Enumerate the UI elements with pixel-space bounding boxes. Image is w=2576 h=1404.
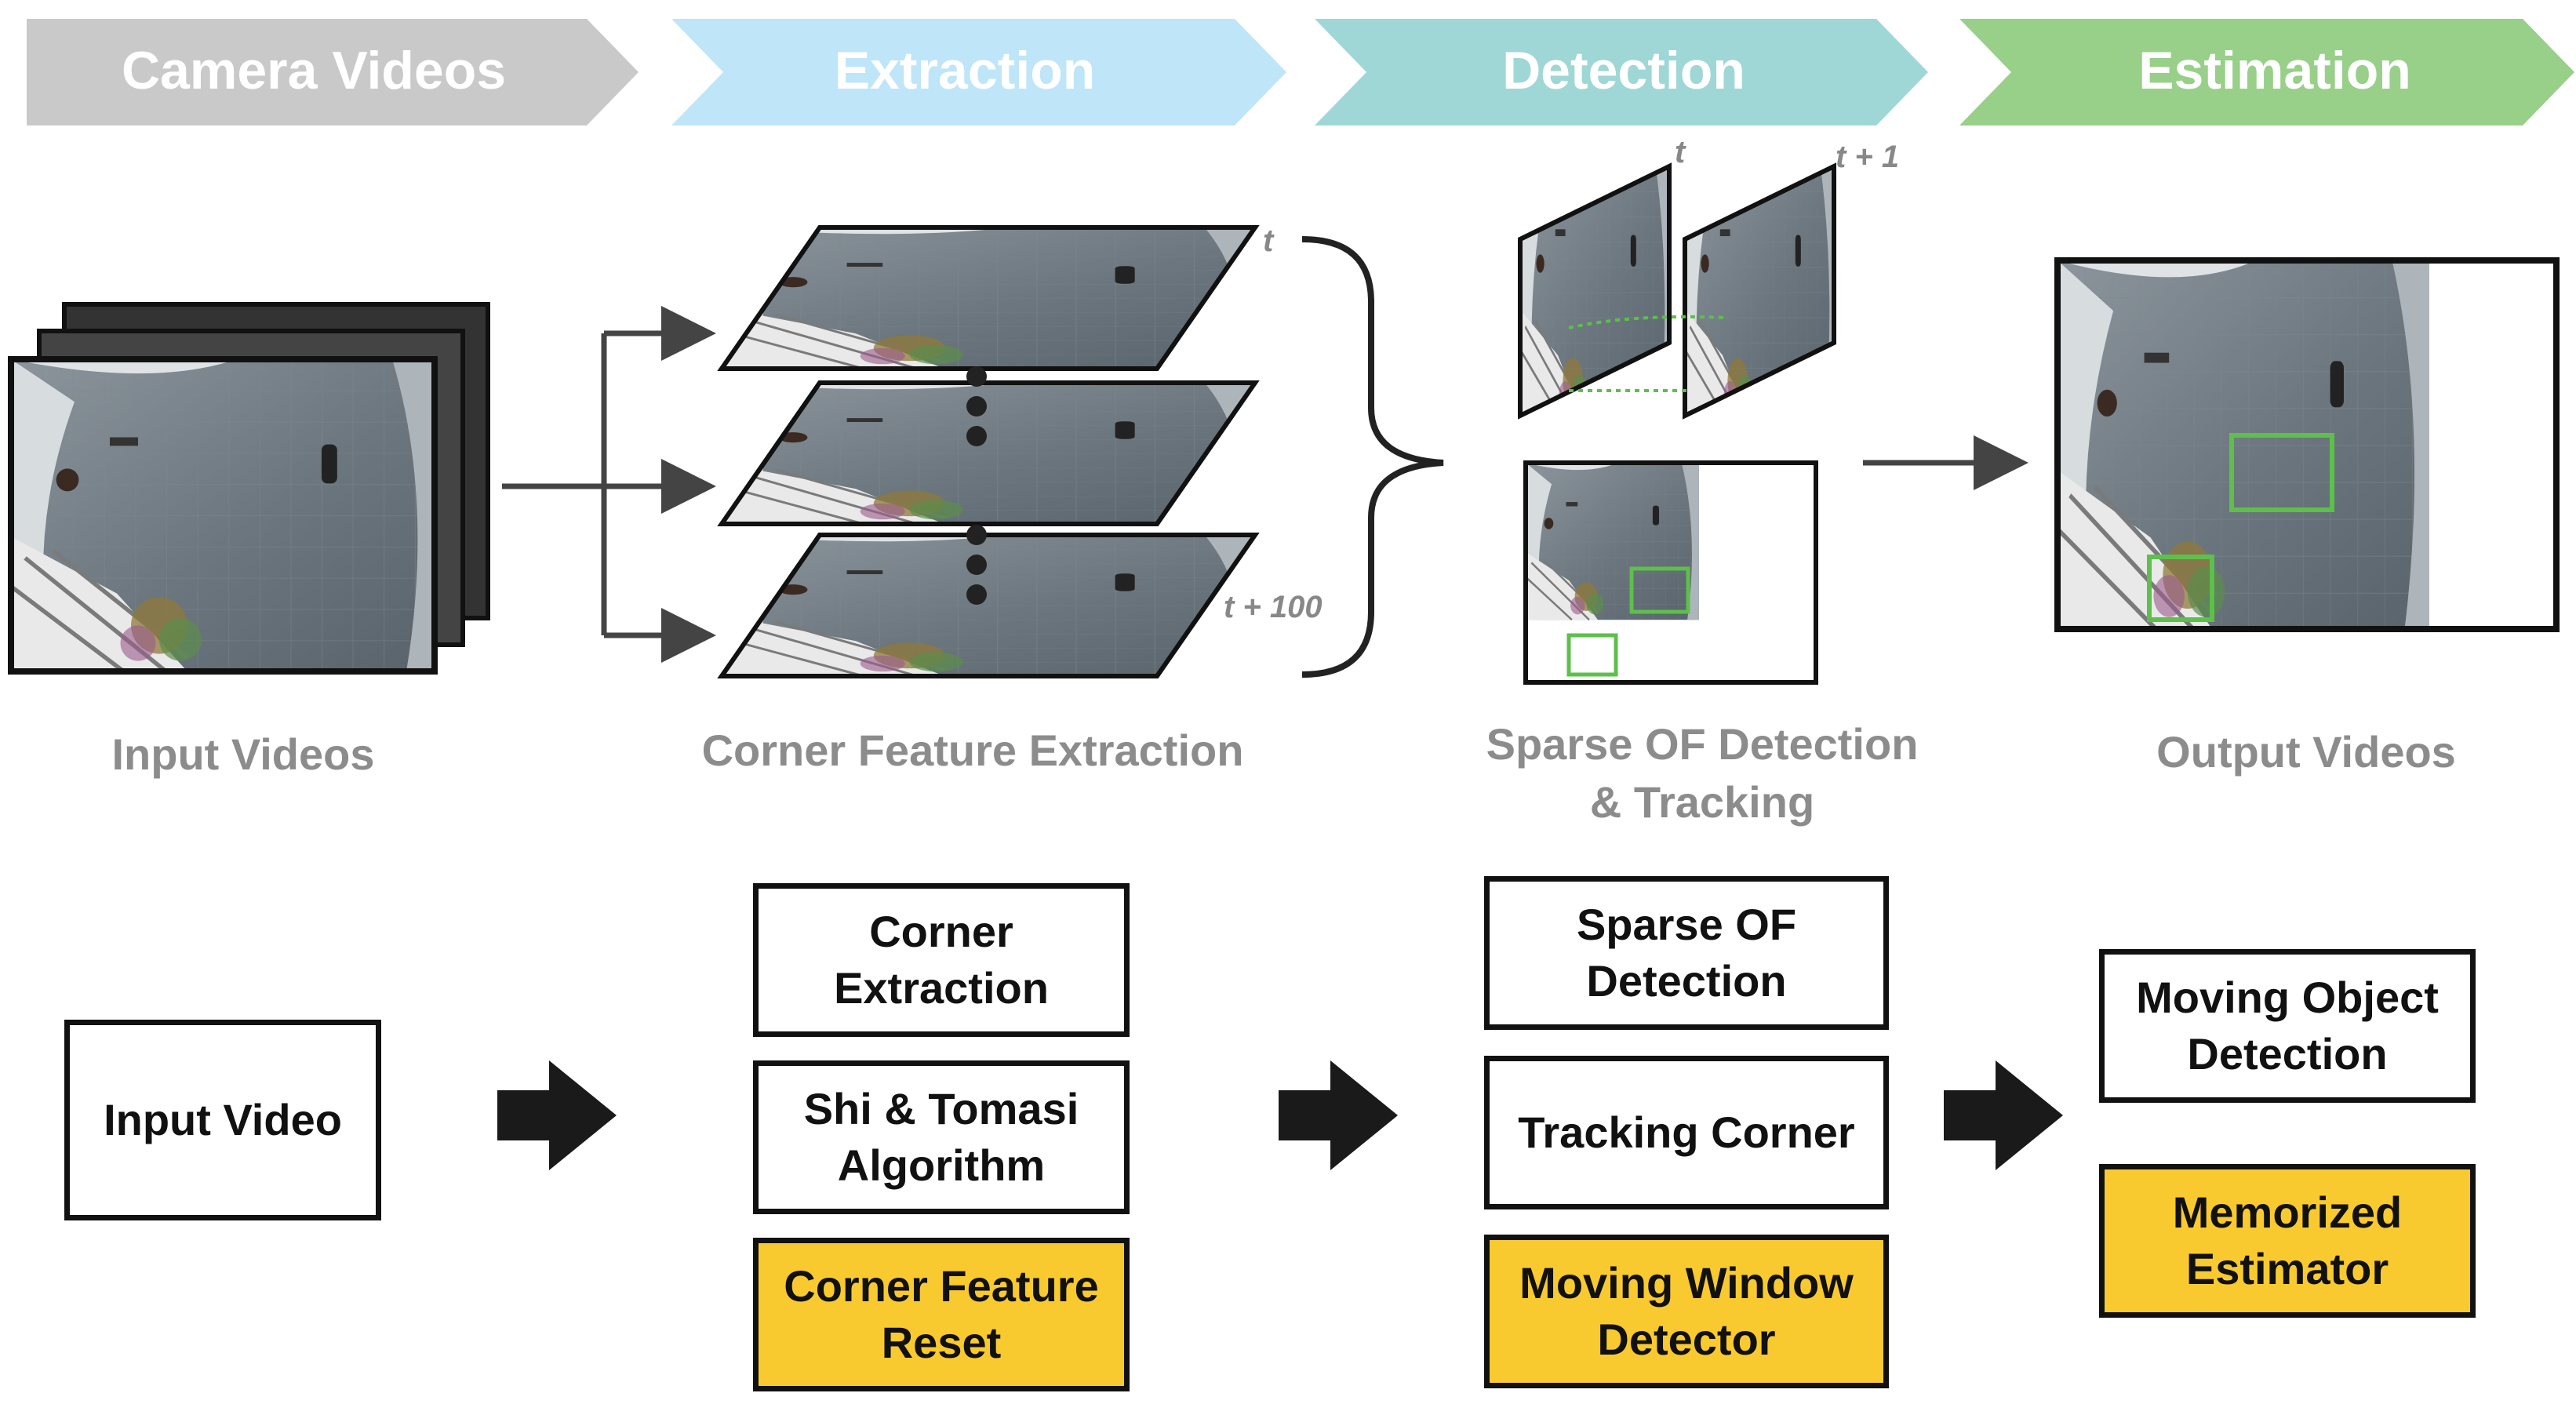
- block-arrow-2: [1279, 1060, 1398, 1170]
- frame-label-t100: t + 100: [1224, 590, 1323, 624]
- corner-frame-t: [717, 225, 1260, 371]
- stage-chevron-estimation: [1959, 19, 2574, 125]
- block-moving-window-detector: Moving Window Detector: [1484, 1235, 1889, 1388]
- caption-output-videos: Output Videos: [2156, 727, 2456, 777]
- split-arrows: [502, 306, 716, 663]
- detection-label-t1: t + 1: [1836, 140, 1900, 174]
- detection-frame-t1: [1683, 162, 1836, 420]
- caption-corner-feature-extraction: Corner Feature Extraction: [701, 726, 1244, 775]
- stage-label-camera-videos: Camera Videos: [121, 41, 507, 100]
- block-corner-feature-reset: Corner Feature Reset: [753, 1238, 1130, 1391]
- caption-sparse-of-line2: & Tracking: [1589, 777, 1815, 827]
- stage-chevron-detection: [1315, 19, 1928, 125]
- block-arrow-1: [497, 1060, 617, 1170]
- caption-input-videos: Input Videos: [111, 729, 375, 779]
- block-shi-tomasi-algorithm: Shi & Tomasi Algorithm: [753, 1060, 1130, 1214]
- input-video-stack: [8, 302, 490, 675]
- stage-label-extraction: Extraction: [834, 41, 1096, 100]
- block-sparse-of-detection: Sparse OF Detection: [1484, 876, 1889, 1030]
- grouping-brace: [1301, 236, 1444, 678]
- stage-label-detection: Detection: [1502, 41, 1745, 100]
- corner-frame-mid: [717, 380, 1260, 526]
- sequence-dots: [966, 366, 987, 605]
- caption-sparse-of-line1: Sparse OF Detection: [1486, 719, 1919, 769]
- block-corner-extraction: Corner Extraction: [753, 883, 1130, 1037]
- block-moving-object-detection: Moving Object Detection: [2099, 949, 2476, 1103]
- detection-frame-tracked: [1523, 460, 1818, 685]
- optical-flow-links: [1568, 315, 1726, 392]
- block-memorized-estimator: Memorized Estimator: [2099, 1164, 2476, 1318]
- block-arrow-3: [1944, 1060, 2063, 1170]
- corner-frame-t100: [717, 533, 1260, 678]
- block-input-video: Input Video: [64, 1020, 381, 1220]
- block-tracking-corner: Tracking Corner: [1484, 1056, 1889, 1209]
- stage-label-estimation: Estimation: [2138, 41, 2411, 100]
- output-video-frame: [2054, 257, 2560, 630]
- detection-frame-t: [1518, 162, 1672, 420]
- stage-chevron-extraction: [671, 19, 1286, 125]
- stage-chevron-camera-videos: [27, 19, 639, 125]
- frame-label-t: t: [1263, 224, 1274, 258]
- detection-label-t: t: [1675, 135, 1686, 169]
